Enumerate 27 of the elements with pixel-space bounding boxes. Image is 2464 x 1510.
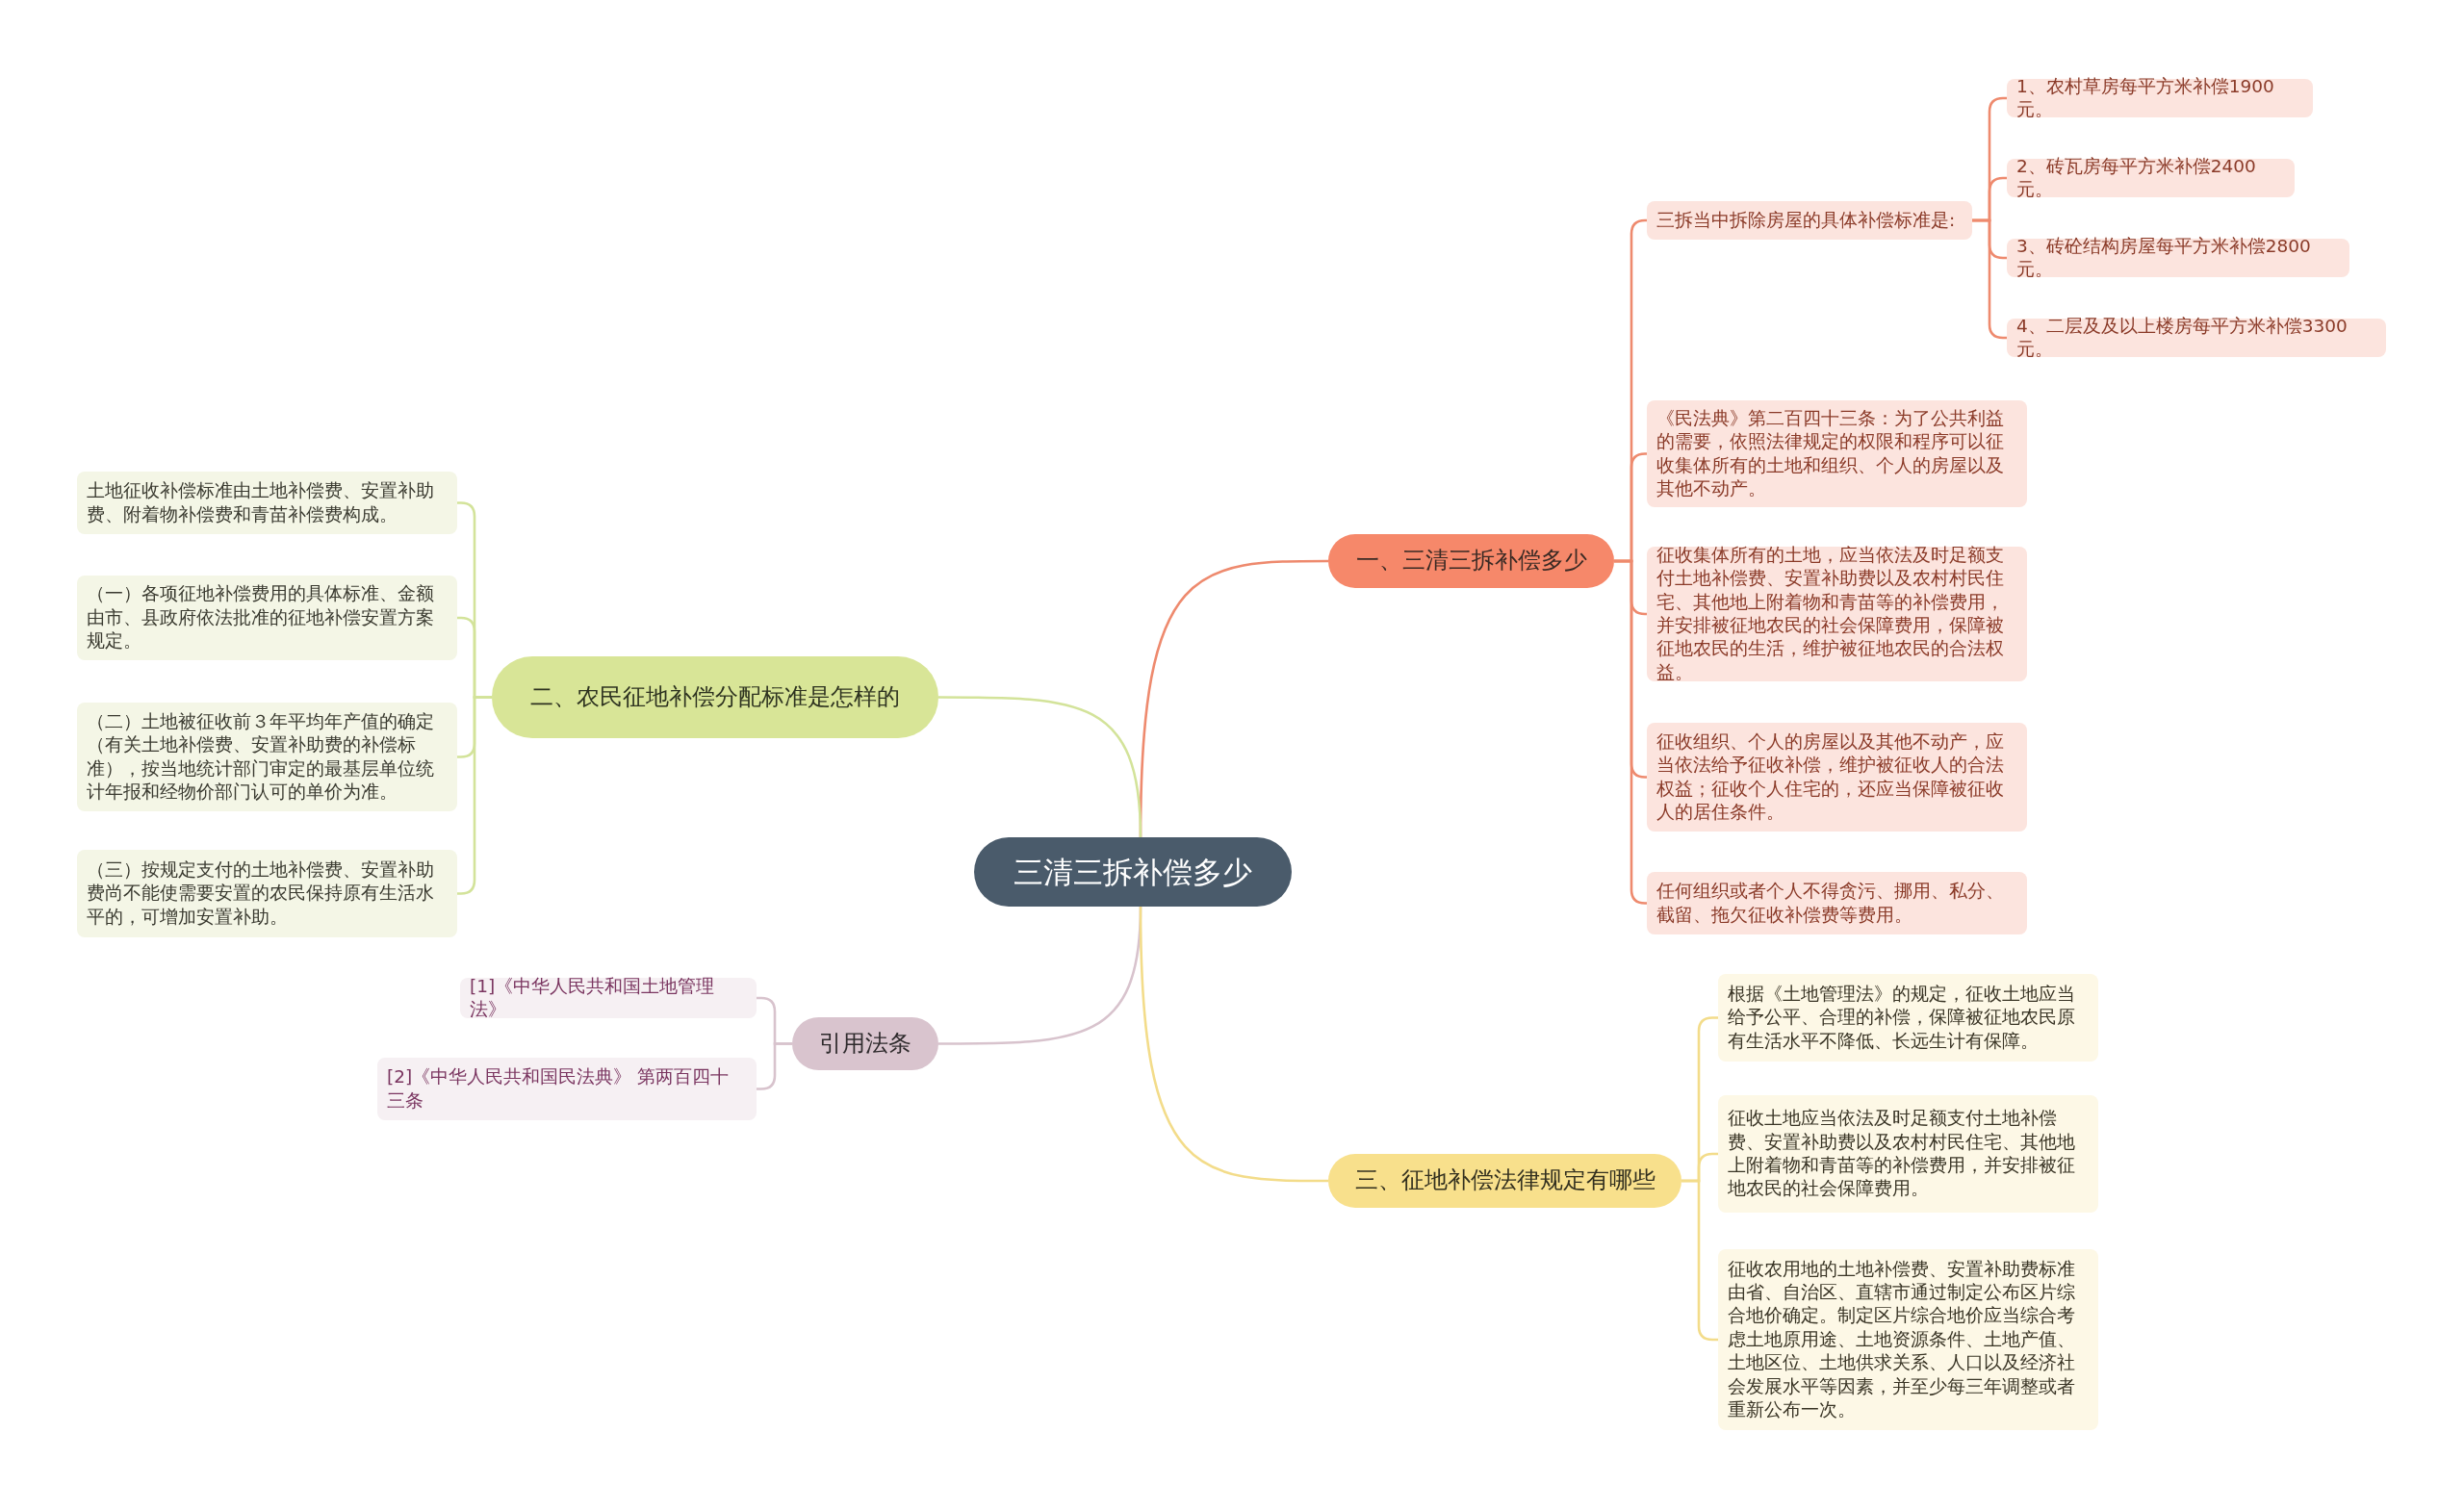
connector-line [1139,906,1328,1183]
text-card: （三）按规定支付的土地补偿费、安置补助费尚不能使需要安置的农民保持原有生活水平的，可增加安置补助。 [77,850,457,937]
connector-line [757,1042,792,1090]
text-card: 土地征收补偿标准由土地补偿费、安置补助费、附着物补偿费和青苗补偿费构成。 [77,472,457,534]
text-card: [1]《中华人民共和国土地管理法》 [460,978,757,1018]
text-card: 征收土地应当依法及时足额支付土地补偿费、安置补助费以及农村村民住宅、其他地上附着物和青苗等的补偿费用，并安排被征地农民的社会保障费用。 [1718,1095,2098,1213]
text-card: 征收集体所有的土地，应当依法及时足额支付土地补偿费、安置补助费以及农村村民住宅、其他地上附着物和青苗等的补偿费用，并安排被征地农民的社会保障费用，保障被征地农民的生活，维护被征地农民的合法权益。 [1647,547,2027,681]
text-card: 任何组织或者个人不得贪污、挪用、私分、截留、拖欠征收补偿费等费用。 [1647,872,2027,934]
text-card: 征收组织、个人的房屋以及其他不动产，应当依法给予征收补偿，维护被征收人的合法权益；征收个人住宅的，还应当保障被征收人的居住条件。 [1647,723,2027,832]
connector-line [938,696,1142,838]
branch-topic: 引用法条 [792,1017,938,1070]
branch-topic: 二、农民征地补偿分配标准是怎样的 [492,656,938,738]
text-card: 3、砖砼结构房屋每平方米补偿2800元。 [2007,239,2349,277]
text-card: 征收农用地的土地补偿费、安置补助费标准由省、自治区、直辖市通过制定公布区片综合地价确定。制定区片综合地价应当综合考虑土地原用途、土地资源条件、土地产值、土地区位、土地供求关系、人口以及经济社会发展水平等因素，并至少每三年调整或者重新公布一次。 [1718,1249,2098,1430]
text-card: 根据《土地管理法》的规定，征收土地应当给予公平、合理的补偿，保障被征地农民原有生活水平不降低、长远生计有保障。 [1718,974,2098,1062]
text-card: 1、农村草房每平方米补偿1900元。 [2007,79,2313,117]
branch-topic: 三、征地补偿法律规定有哪些 [1328,1154,1681,1208]
text-card: [2]《中华人民共和国民法典》 第两百四十三条 [377,1058,757,1120]
connector-line [1614,559,1648,905]
text-card: 三拆当中拆除房屋的具体补偿标准是: [1647,201,1972,240]
text-card: （一）各项征地补偿费用的具体标准、金额由市、县政府依法批准的征地补偿安置方案规定。 [77,576,457,660]
text-card: 2、砖瓦房每平方米补偿2400元。 [2007,159,2295,197]
text-card: （二）土地被征收前３年平均年产值的确定（有关土地补偿费、安置补助费的补偿标准），按当地统计部门审定的最基层单位统计年报和经物价部门认可的单价为准。 [77,703,457,811]
root-topic: 三清三拆补偿多少 [974,837,1292,907]
text-card: 4、二层及及以上楼房每平方米补偿3300元。 [2007,319,2386,357]
branch-topic: 一、三清三拆补偿多少 [1328,534,1614,588]
text-card: 《民法典》第二百四十三条：为了公共利益的需要，依照法律规定的权限和程序可以征收集体所有的土地和组织、个人的房屋以及其他不动产。 [1647,400,2027,507]
